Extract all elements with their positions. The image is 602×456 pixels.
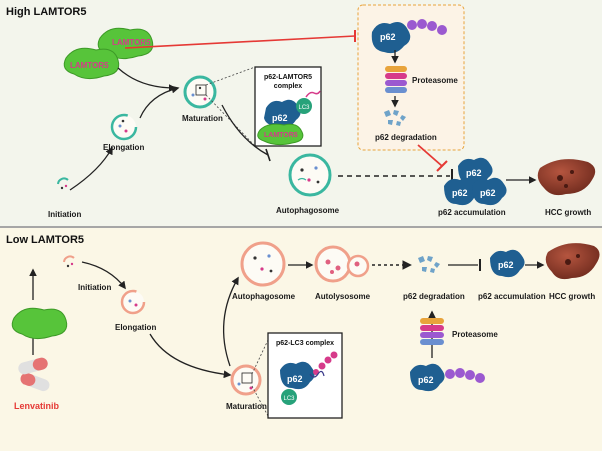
bottom-hcc-label: HCC growth: [549, 292, 595, 301]
liver-icon-bottom: [545, 243, 600, 280]
p62-protein-bottom-complex: [280, 361, 315, 390]
ubiquitin-chain-bottom-complex: [313, 351, 338, 375]
top-autophagosome-icon: [288, 153, 332, 197]
complex-lc3: LC3: [298, 105, 310, 111]
top-initiation-label: Initiation: [48, 210, 81, 219]
arrow-elong-mat-top: [139, 85, 180, 119]
zoom-line-top-1: [205, 66, 256, 86]
inhibit-line-mat-auto: [221, 104, 269, 156]
lamtor5-label-1: LAMTOR5: [112, 38, 151, 47]
bottom-elongation-icon: [120, 289, 146, 315]
lamtor5-blob-2: LAMTOR5: [63, 47, 120, 80]
p62-accumulation-top: p62 p62 p62: [444, 157, 507, 206]
liver-icon-top: [537, 159, 596, 196]
p62-accumulation-bottom: p62: [490, 249, 525, 278]
p62-protein-degbox: [371, 22, 411, 54]
p62-lc3-complex-box: p62-LC3 complex p62 LC3: [267, 332, 343, 419]
red-inhibit-bar-accum: [436, 160, 448, 172]
red-inhibit-accum: [417, 144, 443, 167]
accum-p62-1: p62: [466, 168, 482, 178]
arrow-init-elong-bottom: [81, 261, 126, 290]
arrow-init-elong-top: [69, 146, 113, 191]
top-accumulation-label: p62 accumulation: [438, 208, 506, 217]
top-elongation-icon: [110, 113, 138, 141]
lc3-protein-top: [296, 98, 312, 114]
lamtor5-blob-bottom: [11, 307, 68, 340]
accum-p62-3: p62: [480, 188, 496, 198]
bottom-autophagosome-label: Autophagosome: [232, 292, 296, 301]
bottom-initiation-label: Initiation: [78, 283, 111, 292]
top-title: High LAMTOR5: [6, 6, 86, 18]
ubiquitin-chain-degbox: [407, 19, 447, 35]
bottom-title: Low LAMTOR5: [6, 234, 84, 246]
top-elongation-label: Elongation: [103, 143, 144, 152]
ubiquitin-chain-top: [305, 90, 321, 98]
bottom-maturation-label: Maturation: [226, 402, 267, 411]
inhibit-bar-autophagosome: [265, 148, 271, 162]
p62-fragments-bottom: [418, 256, 440, 273]
bottom-accum-p62: p62: [498, 260, 514, 270]
bottom-proteasome-label: Proteasome: [452, 330, 498, 339]
complex-title-line2: complex: [274, 83, 303, 90]
top-initiation-icon: [57, 177, 69, 190]
zoom-line-bottom-2: [251, 385, 269, 417]
degbox-proteasome: Proteasome: [412, 76, 458, 85]
complex-title-line1: p62-LAMTOR5: [264, 74, 312, 81]
bottom-proteasome-p62: p62: [418, 375, 434, 385]
bottom-accumulation-label: p62 accumulation: [478, 292, 546, 301]
complex-p62: p62: [272, 113, 288, 123]
top-autophagosome-label: Autophagosome: [276, 206, 340, 215]
top-maturation-icon: [183, 75, 217, 109]
lamtor5-label-2: LAMTOR5: [70, 61, 109, 70]
bottom-degradation-label: p62 degradation: [403, 292, 465, 301]
top-maturation-label: Maturation: [182, 114, 223, 123]
lc3-complex-p62: p62: [287, 374, 303, 384]
complex-lamtor: LAMTOR5: [264, 132, 298, 139]
degbox-p62: p62: [380, 32, 396, 42]
accum-p62-2: p62: [452, 188, 468, 198]
arrow-mat-auto-bottom: [222, 276, 239, 367]
lenvatinib-label: Lenvatinib: [14, 401, 60, 411]
autolysosome-label: Autolysosome: [315, 292, 371, 301]
degbox-degradation: p62 degradation: [375, 133, 437, 142]
autolysosome-icon: [314, 245, 370, 283]
top-hcc-label: HCC growth: [545, 208, 591, 217]
arrow-lamtor-maturation: [117, 67, 177, 92]
lenvatinib-pill-icon: [18, 357, 50, 392]
lc3-complex-lc3: LC3: [283, 396, 295, 402]
p62-fragments-top: [384, 110, 406, 126]
p62-protein-top-complex: [264, 99, 301, 128]
p62-lamtor5-complex-box: p62-LAMTOR5 complex p62 LC3 LAMTOR5: [254, 66, 322, 147]
proteasome-top-icon: [385, 66, 407, 93]
lc3-complex-title: p62-LC3 complex: [276, 340, 334, 347]
bottom-maturation-icon: [230, 364, 262, 396]
lc3-protein-bottom: [281, 389, 297, 405]
linker-bottom: [309, 370, 325, 378]
bottom-initiation-icon: [63, 255, 75, 268]
arrow-elong-mat-bottom: [149, 333, 232, 379]
p62-ub-bottom: p62: [410, 363, 485, 392]
bottom-autophagosome-icon: [240, 241, 286, 287]
lamtor5-in-complex: [257, 123, 304, 146]
bottom-elongation-label: Elongation: [115, 323, 156, 332]
p62-degradation-box: p62 Proteasome p62 degradation: [357, 4, 465, 151]
proteasome-bottom-icon: [420, 318, 444, 345]
inhibition-line-lamtor-p62: [124, 35, 356, 49]
